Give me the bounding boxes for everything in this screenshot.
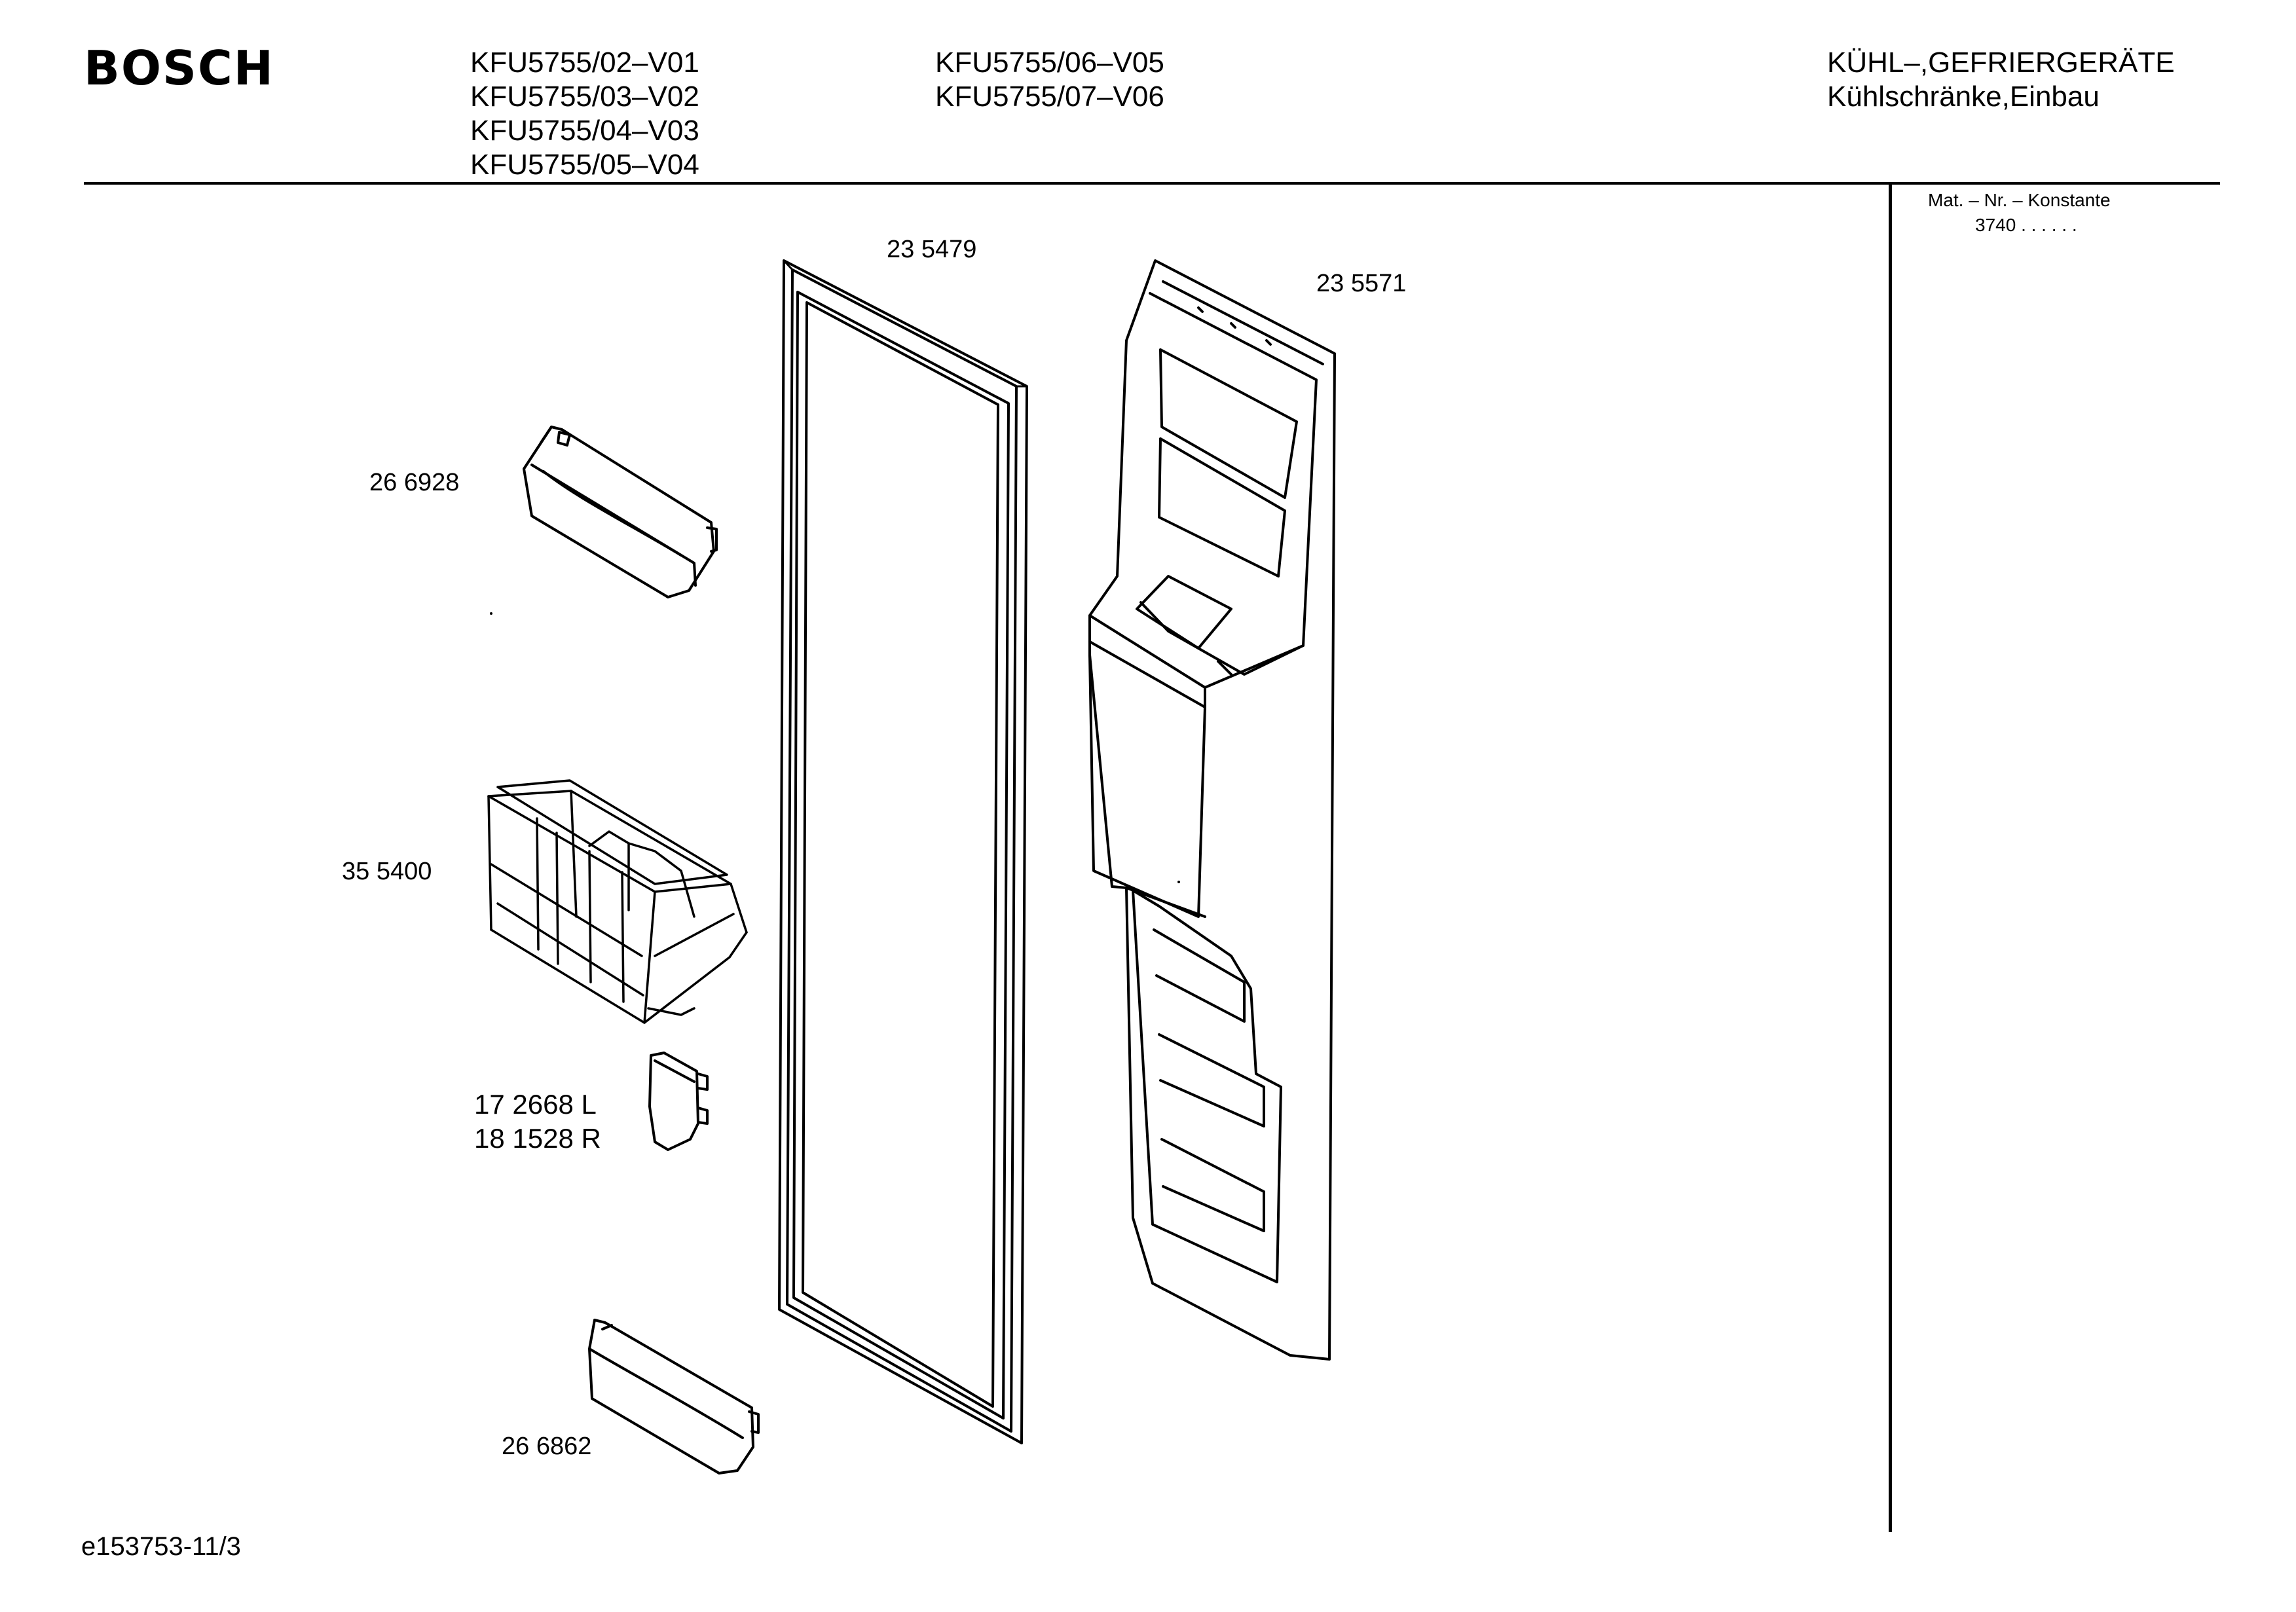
category-subtitle: Kühlschränke,Einbau (1827, 81, 2100, 113)
model-number: KFU5755/03–V02 (470, 81, 699, 113)
model-number: KFU5755/04–V03 (470, 115, 699, 147)
part-label-hinge-cover-right: 18 1528 R (474, 1123, 601, 1154)
model-number: KFU5755/02–V01 (470, 46, 699, 79)
lower-door-bin-drawing (588, 1319, 760, 1475)
part-label-lower-door-bin: 26 6862 (502, 1433, 592, 1460)
part-label-upper-door-bin: 26 6928 (369, 469, 460, 496)
category-block: KÜHL–,GEFRIERGERÄTE Kühlschränke,Einbau (1827, 46, 2175, 114)
model-number: KFU5755/05–V04 (470, 149, 699, 181)
category-title: KÜHL–,GEFRIERGERÄTE (1827, 46, 2175, 79)
wire-basket-drawing (487, 779, 748, 1024)
part-label-inner-door-liner: 23 5571 (1316, 270, 1407, 297)
inner-door-liner-drawing (1088, 259, 1336, 1361)
constant-value: 3740 . . . . . . (1975, 215, 2077, 235)
part-label-wire-basket: 35 5400 (342, 858, 432, 885)
brand-logo: BOSCH (84, 41, 275, 96)
drawing-id: e153753-11/3 (81, 1532, 241, 1561)
model-list-2: KFU5755/06–V05 KFU5755/07–V06 (935, 46, 1164, 114)
part-label-door-gasket: 23 5479 (887, 236, 977, 263)
model-number: KFU5755/07–V06 (935, 81, 1164, 113)
sidebar-divider (1889, 183, 1892, 1532)
constant-label: Mat. – Nr. – Konstante (1928, 190, 2111, 210)
door-gasket-drawing (778, 259, 1028, 1444)
upper-door-bin-drawing (523, 426, 718, 598)
header-divider (84, 182, 2220, 185)
model-list-1: KFU5755/02–V01 KFU5755/03–V02 KFU5755/04… (470, 46, 699, 182)
model-number: KFU5755/06–V05 (935, 46, 1164, 79)
part-label-hinge-cover-left: 17 2668 L (474, 1089, 597, 1120)
hinge-cover-drawing (648, 1052, 709, 1151)
